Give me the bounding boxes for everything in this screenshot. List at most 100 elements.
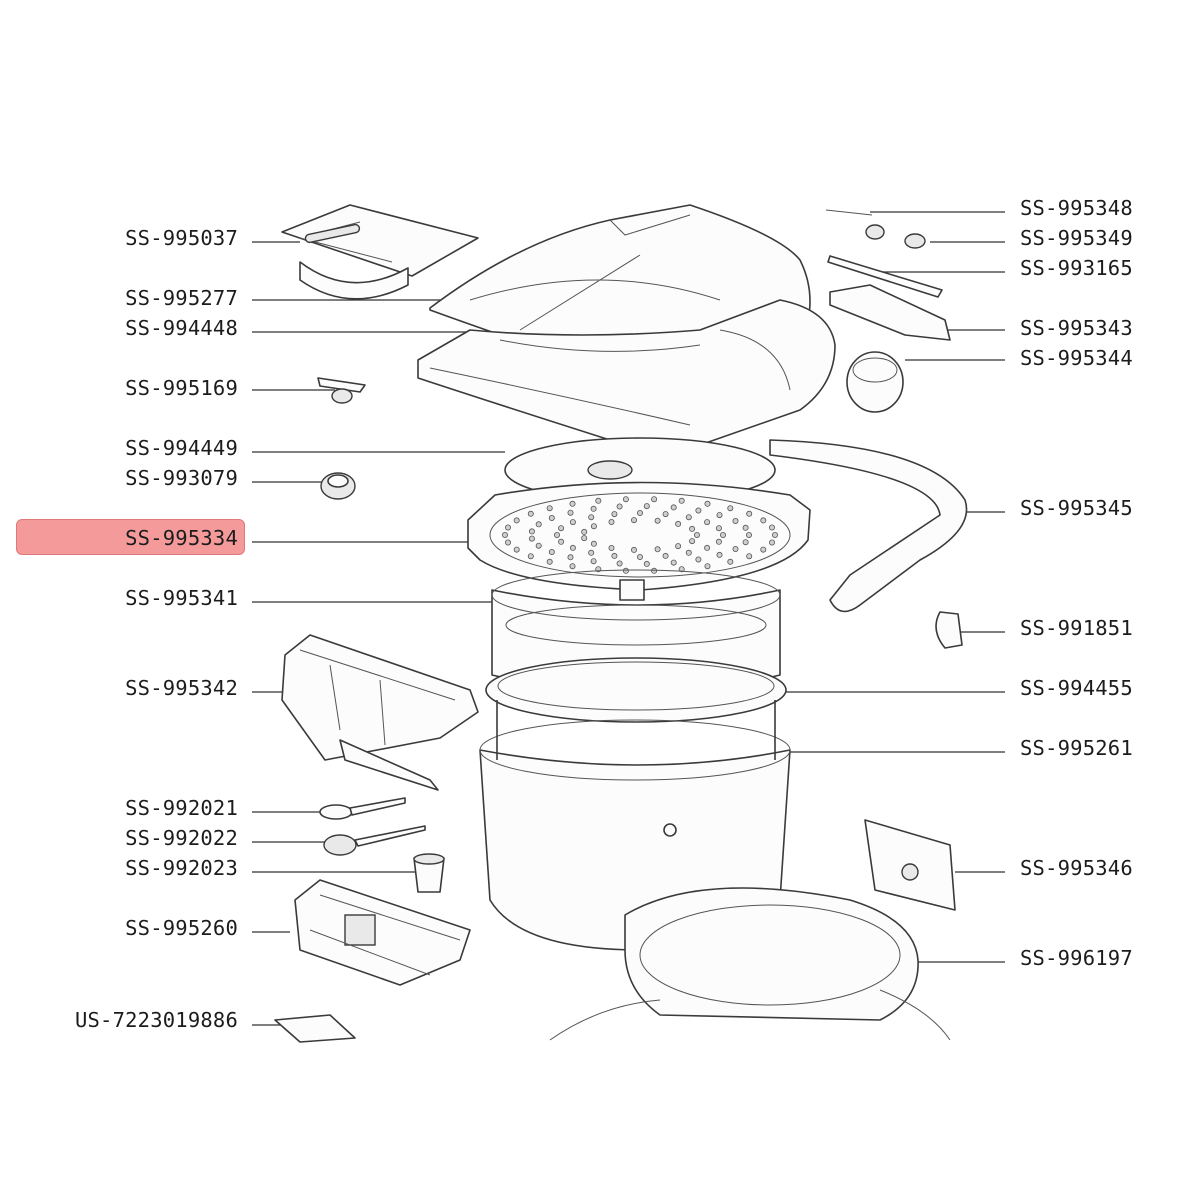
steam-hole [662, 511, 669, 518]
steam-hole [670, 559, 677, 566]
steam-hole [611, 511, 618, 518]
steam-hole [567, 509, 574, 516]
steam-hole [581, 535, 588, 542]
steam-hole [527, 510, 534, 517]
steam-hole [637, 554, 644, 561]
steam-hole [554, 532, 561, 539]
steam-hole [760, 546, 767, 553]
steam-hole [546, 505, 553, 512]
steam-hole [704, 519, 711, 526]
steam-hole [558, 525, 565, 532]
steam-hole [643, 503, 650, 510]
part-ss-993165-shape [827, 255, 943, 298]
part-ss-992022-shape [323, 825, 426, 856]
steam-hole [616, 503, 623, 510]
label-ss-995344[interactable]: SS-995344 [1020, 346, 1133, 370]
steam-hole [631, 546, 638, 553]
label-ss-995037[interactable]: SS-995037 [125, 226, 238, 250]
label-ss-995342[interactable]: SS-995342 [125, 676, 238, 700]
steam-hole [727, 558, 734, 565]
label-ss-993165[interactable]: SS-993165 [1020, 256, 1133, 280]
steam-hole [637, 509, 644, 516]
steam-hole [504, 524, 511, 531]
label-ss-995261[interactable]: SS-995261 [1020, 736, 1133, 760]
steam-hole [611, 552, 618, 559]
steam-hole [742, 539, 749, 546]
steam-hole [588, 549, 595, 556]
part-ss-995334-shape [467, 481, 811, 601]
steam-hole [588, 514, 595, 521]
part-ss-994455-shape [485, 657, 787, 723]
part-ss-995260-shape [294, 879, 471, 986]
label-ss-992022[interactable]: SS-992022 [125, 826, 238, 850]
label-ss-992023[interactable]: SS-992023 [125, 856, 238, 880]
steam-hole [742, 524, 749, 531]
selected-label-highlight [16, 519, 245, 555]
steam-hole [513, 517, 520, 524]
label-ss-994448[interactable]: SS-994448 [125, 316, 238, 340]
steam-hole [622, 496, 629, 503]
label-ss-991851[interactable]: SS-991851 [1020, 616, 1133, 640]
steam-hole [746, 510, 753, 517]
part-ss-995342-shape [281, 634, 479, 791]
steam-hole [569, 519, 576, 526]
part-ss-995169-shape [317, 377, 366, 404]
label-ss-995345[interactable]: SS-995345 [1020, 496, 1133, 520]
label-ss-992021[interactable]: SS-992021 [125, 796, 238, 820]
part-us-7223019886-shape [274, 1014, 356, 1043]
part-ss-992023-shape [413, 853, 445, 893]
steam-hole [590, 523, 597, 530]
steam-hole [689, 538, 696, 545]
part-ss-996197-shape [549, 887, 951, 1041]
steam-hole [685, 514, 692, 521]
label-ss-995346[interactable]: SS-995346 [1020, 856, 1133, 880]
label-ss-994455[interactable]: SS-994455 [1020, 676, 1133, 700]
steam-hole [622, 567, 629, 574]
label-ss-995348[interactable]: SS-995348 [1020, 196, 1133, 220]
steam-hole [675, 520, 682, 527]
part-ss-991851-shape [935, 611, 963, 649]
steam-hole [651, 496, 658, 503]
label-ss-995349[interactable]: SS-995349 [1020, 226, 1133, 250]
part-ss-993079-shape [320, 472, 356, 500]
steam-hole [567, 554, 574, 561]
steam-hole [643, 560, 650, 567]
steam-hole [548, 549, 555, 556]
label-ss-995277[interactable]: SS-995277 [125, 286, 238, 310]
steam-hole [548, 515, 555, 522]
part-ss-995349-shape [865, 224, 926, 249]
steam-hole [595, 497, 602, 504]
part-ss-995348-shape [825, 209, 873, 216]
steam-hole [732, 546, 739, 553]
steam-hole [760, 517, 767, 524]
steam-hole [528, 535, 535, 542]
label-ss-995260[interactable]: SS-995260 [125, 916, 238, 940]
label-ss-995169[interactable]: SS-995169 [125, 376, 238, 400]
steam-hole [608, 545, 615, 552]
label-ss-996197[interactable]: SS-996197 [1020, 946, 1133, 970]
steam-hole [616, 560, 623, 567]
part-ss-995037-shape [281, 204, 479, 300]
part-ss-994448-shape [417, 299, 836, 446]
steam-hole [501, 532, 508, 539]
steam-hole [695, 507, 702, 514]
steam-hole [590, 540, 597, 547]
steam-hole [746, 553, 753, 560]
steam-hole [715, 525, 722, 532]
label-ss-993079[interactable]: SS-993079 [125, 466, 238, 490]
label-us-7223019886[interactable]: US-7223019886 [74, 1008, 238, 1032]
label-ss-995334-selected[interactable]: SS-995334 [125, 526, 238, 550]
part-ss-992021-shape [319, 797, 406, 820]
steam-hole [558, 538, 565, 545]
label-ss-995343[interactable]: SS-995343 [1020, 316, 1133, 340]
label-ss-994449[interactable]: SS-994449 [125, 436, 238, 460]
steam-hole [654, 546, 661, 553]
steam-hole [720, 532, 727, 539]
steam-hole [513, 546, 520, 553]
steam-hole [651, 567, 658, 574]
steam-hole [569, 500, 576, 507]
steam-hole [569, 563, 576, 570]
label-ss-995341[interactable]: SS-995341 [125, 586, 238, 610]
